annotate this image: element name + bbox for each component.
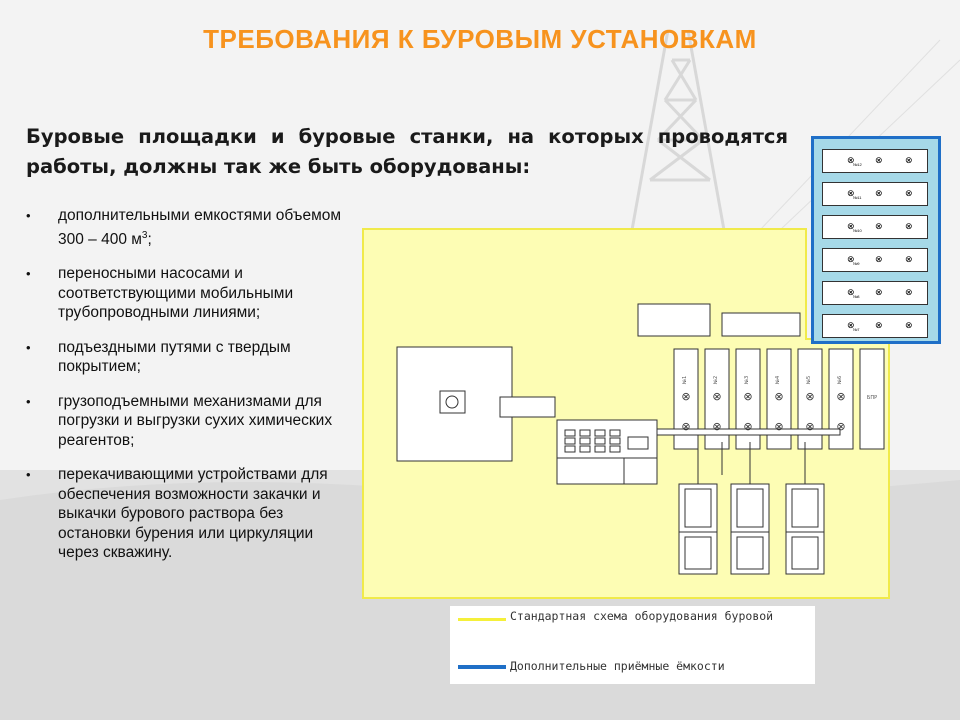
valve-icon: ⊗ <box>774 390 783 403</box>
extra-tank: ⊗ №11 ⊗ ⊗ <box>822 182 928 206</box>
extra-tank: ⊗ №10 ⊗ ⊗ <box>822 215 928 239</box>
list-item-superscript: 3 <box>141 229 148 241</box>
tank-label: №9 <box>853 261 860 266</box>
valve-icon: ⊗ <box>774 420 783 433</box>
list-item-text: грузоподъемными механизмами для погрузки… <box>58 392 333 449</box>
list-item-tail: ; <box>147 230 152 248</box>
valve-icon: ⊗ <box>847 221 855 231</box>
valve-icon: ⊗ <box>905 188 913 198</box>
walkway-block <box>499 396 556 418</box>
tank-label: №3 <box>744 376 750 384</box>
legend-standard-swatch <box>458 618 506 621</box>
list-item: • переносными насосами и соответствующим… <box>24 264 344 323</box>
tank-label: №11 <box>853 195 862 200</box>
tank-label: №5 <box>806 376 812 384</box>
manifold-pipe <box>656 428 841 436</box>
valve-icon: ⊗ <box>847 254 855 264</box>
valve-icon: ⊗ <box>847 320 855 330</box>
tank-label: №1 <box>682 376 688 384</box>
legend-extra-label: Дополнительные приёмные ёмкости <box>510 659 725 673</box>
list-item-text: подъездными путями с твердым покрытием; <box>58 338 291 376</box>
valve-icon: ⊗ <box>905 155 913 165</box>
valve-icon: ⊗ <box>905 254 913 264</box>
tank-label: №10 <box>853 228 862 233</box>
valve-icon: ⊗ <box>905 221 913 231</box>
valve-icon: ⊗ <box>743 390 752 403</box>
extra-tank: ⊗ №9 ⊗ ⊗ <box>822 248 928 272</box>
bullet-marker: • <box>26 393 31 409</box>
list-item: • грузоподъемными механизмами для погруз… <box>24 392 344 451</box>
valve-icon: ⊗ <box>875 221 883 231</box>
bfr-unit <box>859 348 885 450</box>
valve-icon: ⊗ <box>712 390 721 403</box>
bullet-marker: • <box>26 266 31 282</box>
valve-icon: ⊗ <box>875 287 883 297</box>
extra-tank: ⊗ №7 ⊗ ⊗ <box>822 314 928 338</box>
valve-icon: ⊗ <box>681 420 690 433</box>
valve-icon: ⊗ <box>847 188 855 198</box>
tank-label: №7 <box>853 327 860 332</box>
valve-icon: ⊗ <box>875 320 883 330</box>
bullet-marker: • <box>26 339 31 355</box>
requirements-list: • дополнительными емкостями объемом 300 … <box>24 206 344 578</box>
list-item-text: дополнительными емкостями объемом 300 – … <box>58 207 342 248</box>
valve-icon: ⊗ <box>847 287 855 297</box>
extra-tank: ⊗ №12 ⊗ ⊗ <box>822 149 928 173</box>
valve-icon: ⊗ <box>836 390 845 403</box>
valve-icon: ⊗ <box>847 155 855 165</box>
list-item: • дополнительными емкостями объемом 300 … <box>24 206 344 249</box>
valve-icon: ⊗ <box>712 420 721 433</box>
valve-icon: ⊗ <box>875 254 883 264</box>
additional-tanks-panel: ⊗ №12 ⊗ ⊗ ⊗ №11 ⊗ ⊗ ⊗ №10 ⊗ ⊗ ⊗ №9 ⊗ ⊗ ⊗… <box>811 136 941 344</box>
valve-icon: ⊗ <box>805 420 814 433</box>
valve-icon: ⊗ <box>905 320 913 330</box>
valve-icon: ⊗ <box>681 390 690 403</box>
legend-standard-label: Стандартная схема оборудования буровой <box>510 609 774 623</box>
valve-icon: ⊗ <box>743 420 752 433</box>
wellhead-icon <box>445 395 459 409</box>
bullet-marker: • <box>26 208 31 223</box>
extra-tank: ⊗ №8 ⊗ ⊗ <box>822 281 928 305</box>
bullet-marker: • <box>26 467 31 483</box>
list-item: • перекачивающими устройствами для обесп… <box>24 465 344 563</box>
list-item: • подъездными путями с твердым покрытием… <box>24 338 344 377</box>
valve-icon: ⊗ <box>905 287 913 297</box>
slide-title: ТРЕБОВАНИЯ К БУРОВЫМ УСТАНОВКАМ <box>203 24 757 54</box>
diagram-legend: Стандартная схема оборудования буровой Д… <box>450 606 815 684</box>
valve-icon: ⊗ <box>875 155 883 165</box>
legend-extra-swatch <box>458 665 506 669</box>
bfr-label: БПР <box>867 395 877 401</box>
equipment-block-b <box>721 312 801 337</box>
list-item-text: переносными насосами и соответствующими … <box>58 265 294 322</box>
tank-label: №4 <box>775 376 781 384</box>
tank-label: №12 <box>853 162 862 167</box>
tank-label: №8 <box>853 294 860 299</box>
pump-units <box>564 429 621 453</box>
list-item-text: перекачивающими устройствами для обеспеч… <box>58 466 328 562</box>
tank-label: №2 <box>713 376 719 384</box>
equipment-block-a <box>637 303 711 337</box>
slide-subtitle: Буровые площадки и буровые станки, на ко… <box>26 125 788 178</box>
valve-icon: ⊗ <box>875 188 883 198</box>
tank-label: №6 <box>837 376 843 384</box>
valve-icon: ⊗ <box>805 390 814 403</box>
valve-icon: ⊗ <box>836 420 845 433</box>
